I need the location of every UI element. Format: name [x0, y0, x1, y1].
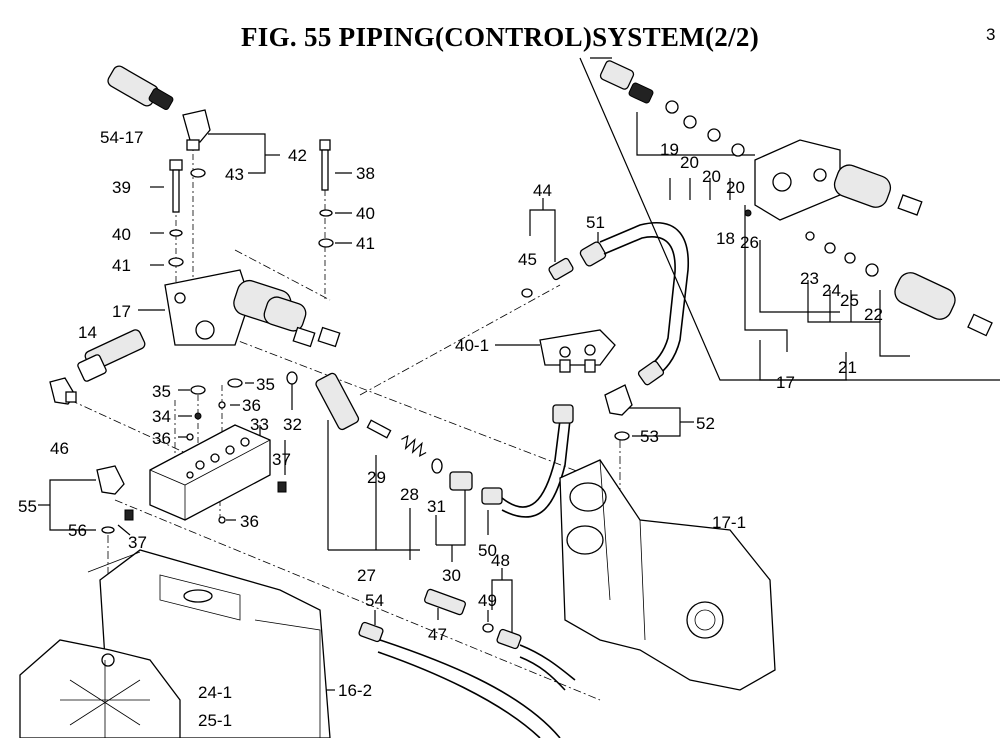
callout-52: 52 — [696, 414, 715, 433]
callout-20-a: 20 — [680, 153, 699, 172]
callout-27: 27 — [357, 566, 376, 585]
callout-41-right: 41 — [356, 234, 375, 253]
callout-23: 23 — [800, 269, 819, 288]
callout-17-1: 17-1 — [712, 513, 746, 532]
callout-32: 32 — [283, 415, 302, 434]
part-39-bolt — [169, 159, 183, 213]
callout-36-a: 36 — [152, 429, 171, 448]
callout-38: 38 — [356, 164, 375, 183]
callout-35-right: 35 — [256, 375, 275, 394]
parts-30-31-plug — [431, 458, 473, 491]
callout-16-2: 16-2 — [338, 681, 372, 700]
callout-29: 29 — [367, 468, 386, 487]
parts-44-45 — [521, 257, 574, 298]
callout-37-upper: 37 — [272, 450, 291, 469]
callout-36-c: 36 — [240, 512, 259, 531]
callout-34: 34 — [152, 407, 171, 426]
callout-labels: 54-17 42 43 39 38 40 41 40 41 17 14 46 3… — [18, 128, 883, 730]
part-33-manifold-block — [149, 424, 271, 521]
part-14-fitting — [77, 329, 146, 382]
callout-33: 33 — [250, 415, 269, 434]
part-43-oring — [190, 168, 206, 178]
callout-14: 14 — [78, 323, 97, 342]
callout-49: 49 — [478, 591, 497, 610]
callout-50: 50 — [478, 541, 497, 560]
callout-24: 24 — [822, 281, 841, 300]
part-40-1-fitting-block — [539, 329, 616, 373]
callout-43: 43 — [225, 165, 244, 184]
callout-54: 54 — [365, 591, 384, 610]
callout-39: 39 — [112, 178, 131, 197]
part-24-1-housing — [19, 639, 181, 738]
callout-47: 47 — [428, 625, 447, 644]
callout-28: 28 — [400, 485, 419, 504]
part-42-elbow — [182, 109, 211, 151]
callout-54-17: 54-17 — [100, 128, 143, 147]
callout-24-1: 24-1 — [198, 683, 232, 702]
callout-36-b: 36 — [242, 396, 261, 415]
part-17-valve-detail — [599, 60, 993, 337]
callout-26: 26 — [740, 233, 759, 252]
callout-45: 45 — [518, 250, 537, 269]
figure-title: FIG. 55 PIPING(CONTROL)SYSTEM(2/2) — [241, 22, 759, 52]
callout-25: 25 — [840, 291, 859, 310]
callout-51: 51 — [586, 213, 605, 232]
parts-29-28-spool-spring — [366, 419, 427, 458]
small-parts-34-35-36-37 — [124, 378, 287, 524]
callout-42: 42 — [288, 146, 307, 165]
part-17-valve-body — [164, 269, 341, 348]
callout-53: 53 — [640, 427, 659, 446]
callout-56: 56 — [68, 521, 87, 540]
callout-40-left: 40 — [112, 225, 131, 244]
callout-35-left: 35 — [152, 382, 171, 401]
callout-40-1: 40-1 — [455, 336, 489, 355]
parts-54-47-49-48-hoses — [358, 588, 576, 738]
callout-20-b: 20 — [702, 167, 721, 186]
page-marker: 3 — [986, 25, 995, 44]
callout-40-right: 40 — [356, 204, 375, 223]
callout-37-lower: 37 — [128, 533, 147, 552]
callout-44: 44 — [533, 181, 552, 200]
callout-18: 18 — [716, 229, 735, 248]
part-55-elbow — [96, 465, 125, 534]
callout-31: 31 — [427, 497, 446, 516]
callout-55: 55 — [18, 497, 37, 516]
callout-19: 19 — [660, 140, 679, 159]
part-51-pipe — [579, 222, 690, 386]
part-50-hose — [481, 404, 574, 518]
part-38-bolt — [319, 139, 331, 191]
callout-46: 46 — [50, 439, 69, 458]
callout-25-1: 25-1 — [198, 711, 232, 730]
leader-lines — [38, 57, 1000, 701]
callout-41-left: 41 — [112, 256, 131, 275]
callout-17-right: 17 — [776, 373, 795, 392]
part-54-17-hose-end — [107, 65, 174, 110]
washers-40-41 — [168, 209, 334, 267]
part-46-elbow — [49, 377, 77, 405]
callout-22: 22 — [864, 305, 883, 324]
callout-48: 48 — [491, 551, 510, 570]
part-32-sleeve — [286, 371, 360, 431]
callout-17-left: 17 — [112, 302, 131, 321]
part-17-1-transmission-case — [559, 459, 776, 691]
callout-21: 21 — [838, 358, 857, 377]
parts-52-53 — [604, 384, 633, 441]
callout-20-c: 20 — [726, 178, 745, 197]
callout-30: 30 — [442, 566, 461, 585]
